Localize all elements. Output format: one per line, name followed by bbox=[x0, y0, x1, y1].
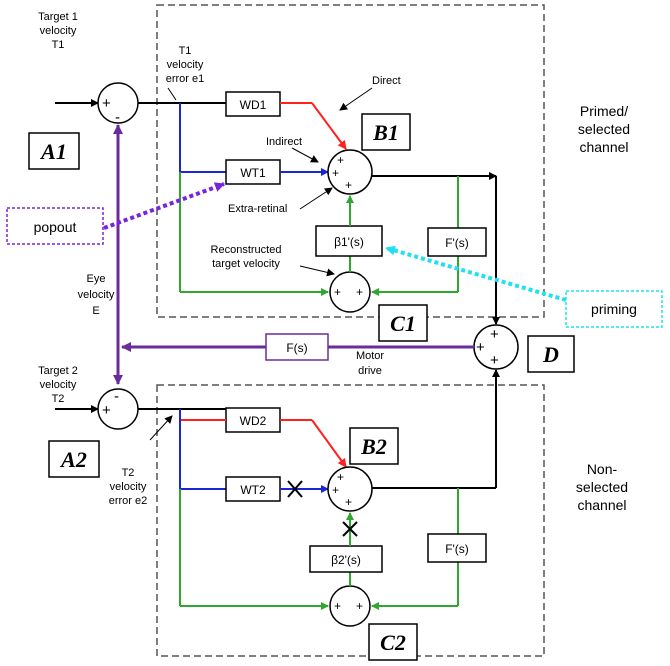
beta1-label: β1'(s) bbox=[334, 235, 364, 249]
target2-label-1: Target 2 bbox=[38, 365, 78, 377]
eye-label-1: Eye bbox=[87, 273, 106, 285]
wd1-block bbox=[225, 91, 281, 117]
fprime-top-block bbox=[427, 227, 487, 257]
target1-label-3: T1 bbox=[52, 39, 65, 51]
error2-label-1: T2 bbox=[122, 467, 135, 479]
eye-label-3: E bbox=[92, 305, 99, 317]
direct-label: Direct bbox=[372, 75, 401, 87]
error1-label-3: error e1 bbox=[166, 73, 205, 85]
motor-label-1: Motor bbox=[356, 350, 384, 362]
svg-text:+: + bbox=[345, 495, 352, 509]
b1-label: B1 bbox=[372, 120, 399, 145]
indirect-pointer bbox=[291, 147, 319, 163]
svg-text:+: + bbox=[334, 599, 341, 613]
b2-label-box bbox=[349, 427, 399, 465]
b1-label-box bbox=[361, 113, 411, 151]
priming-box bbox=[565, 290, 663, 328]
c2-label-box bbox=[368, 623, 418, 661]
direct-pointer bbox=[339, 87, 373, 111]
svg-text:+: + bbox=[356, 599, 363, 613]
svg-text:-: - bbox=[114, 388, 119, 405]
target1-label-2: velocity bbox=[40, 25, 77, 37]
wd2-label: WD2 bbox=[240, 414, 267, 428]
target1-label-1: Target 1 bbox=[38, 11, 78, 23]
extra-retinal-pointer bbox=[299, 187, 333, 210]
svg-text:+: + bbox=[102, 402, 111, 419]
extra-retinal-label: Extra-retinal bbox=[228, 203, 287, 215]
svg-text:+: + bbox=[337, 153, 344, 167]
svg-text:+: + bbox=[337, 470, 344, 484]
error2-pointer bbox=[149, 415, 173, 441]
channel-bottom-3: channel bbox=[577, 497, 626, 513]
error2-label-3: error e2 bbox=[109, 495, 148, 507]
reconstructed-pointer bbox=[299, 265, 335, 277]
fprime-bottom-label: F'(s) bbox=[445, 542, 469, 556]
svg-text:+: + bbox=[490, 352, 499, 369]
a2-label: A2 bbox=[59, 447, 87, 472]
fprime-top-label: F'(s) bbox=[445, 236, 469, 250]
c1-label-box bbox=[378, 304, 428, 342]
c1-label: C1 bbox=[390, 311, 416, 336]
b2-label: B2 bbox=[360, 434, 387, 459]
channel-top-3: channel bbox=[579, 139, 628, 155]
fprime-bottom-block bbox=[427, 533, 487, 563]
svg-text:+: + bbox=[102, 95, 111, 112]
sum-b1 bbox=[327, 149, 373, 195]
reconstructed-label-1: Reconstructed bbox=[211, 244, 282, 256]
fs-block bbox=[265, 333, 329, 361]
svg-text:+: + bbox=[332, 166, 339, 180]
svg-text:+: + bbox=[334, 285, 341, 299]
popout-label: popout bbox=[34, 219, 77, 235]
svg-text:+: + bbox=[356, 285, 363, 299]
x-cross-icon bbox=[342, 521, 358, 537]
svg-text:+: + bbox=[490, 326, 499, 343]
d-label-box bbox=[527, 335, 575, 373]
target2-label-2: velocity bbox=[40, 379, 77, 391]
beta2-label: β2'(s) bbox=[331, 553, 361, 567]
error1-pointer bbox=[167, 87, 177, 101]
eye-label-2: velocity bbox=[78, 289, 115, 301]
nonselected-channel-box bbox=[156, 384, 545, 657]
a1-label-box bbox=[28, 132, 80, 170]
a1-label: A1 bbox=[39, 139, 67, 164]
c2-label: C2 bbox=[380, 630, 406, 655]
x-cross-icon bbox=[287, 480, 303, 498]
reconstructed-label-2: target velocity bbox=[212, 258, 280, 270]
priming-label: priming bbox=[591, 301, 637, 317]
error2-label-2: velocity bbox=[110, 481, 147, 493]
popout-arrow bbox=[103, 182, 225, 230]
channel-bottom-2: selected bbox=[576, 479, 628, 495]
indirect-label: Indirect bbox=[266, 136, 302, 148]
primed-channel-box bbox=[156, 4, 545, 318]
a2-label-box bbox=[48, 440, 100, 478]
svg-text:+: + bbox=[476, 339, 485, 356]
direct-path-bottom-d bbox=[311, 419, 347, 468]
svg-text:-: - bbox=[115, 109, 120, 126]
svg-text:+: + bbox=[332, 483, 339, 497]
direct-path-top-d bbox=[311, 102, 347, 150]
popout-box bbox=[6, 207, 104, 245]
svg-text:+: + bbox=[345, 178, 352, 192]
channel-top-1: Primed/ bbox=[580, 103, 628, 119]
error1-label-1: T1 bbox=[179, 45, 192, 57]
beta1-block bbox=[315, 225, 383, 257]
motor-label-2: drive bbox=[358, 365, 382, 377]
channel-top-2: selected bbox=[578, 121, 630, 137]
wt1-label: WT1 bbox=[240, 166, 266, 180]
wt1-block bbox=[225, 159, 281, 185]
target2-label-3: T2 bbox=[52, 393, 65, 405]
wd1-label: WD1 bbox=[240, 98, 267, 112]
wt2-block bbox=[225, 476, 281, 502]
priming-arrow bbox=[385, 245, 567, 302]
d-label: D bbox=[542, 342, 559, 367]
channel-bottom-1: Non- bbox=[587, 461, 618, 477]
beta2-block bbox=[309, 545, 383, 573]
wt2-label: WT2 bbox=[240, 483, 266, 497]
error1-label-2: velocity bbox=[167, 59, 204, 71]
fs-label: F(s) bbox=[286, 341, 307, 355]
